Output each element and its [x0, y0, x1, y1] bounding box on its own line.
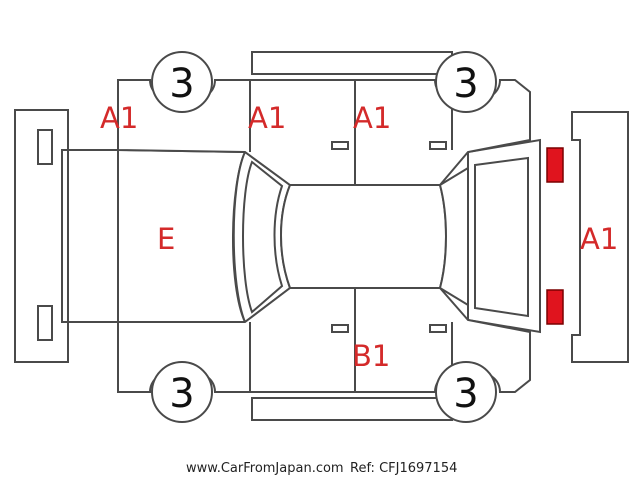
mark-trunk: A1: [580, 222, 618, 256]
rear-bumper: [571, 111, 629, 363]
left-side-panels: [117, 79, 531, 186]
roof: [280, 184, 447, 289]
rear-window: [438, 166, 469, 307]
front-bumper: [14, 109, 69, 363]
wheel-front-right: 3: [151, 361, 213, 423]
mark-hood: E: [157, 222, 175, 256]
trunk: [467, 138, 541, 334]
left-side-sill: [251, 51, 453, 75]
wheel-rear-left-label: 3: [453, 61, 478, 107]
right-taillight: [546, 289, 564, 325]
footer-ref: Ref: CFJ1697154: [350, 461, 457, 476]
wheel-rear-left: 3: [435, 51, 497, 113]
right-side-sill: [251, 397, 453, 421]
mark-front-left-fender: A1: [100, 101, 138, 135]
left-taillight: [546, 147, 564, 183]
wheel-front-left: 3: [151, 51, 213, 113]
mark-front-left-door: A1: [248, 101, 286, 135]
mark-rear-left-door: A1: [353, 101, 391, 135]
footer-site: www.CarFromJapan.com: [186, 461, 344, 476]
mark-rear-right-door: B1: [352, 339, 390, 373]
wheel-front-right-label: 3: [169, 371, 194, 417]
wheel-rear-right: 3: [435, 361, 497, 423]
wheel-rear-right-label: 3: [453, 371, 478, 417]
wheel-front-left-label: 3: [169, 61, 194, 107]
